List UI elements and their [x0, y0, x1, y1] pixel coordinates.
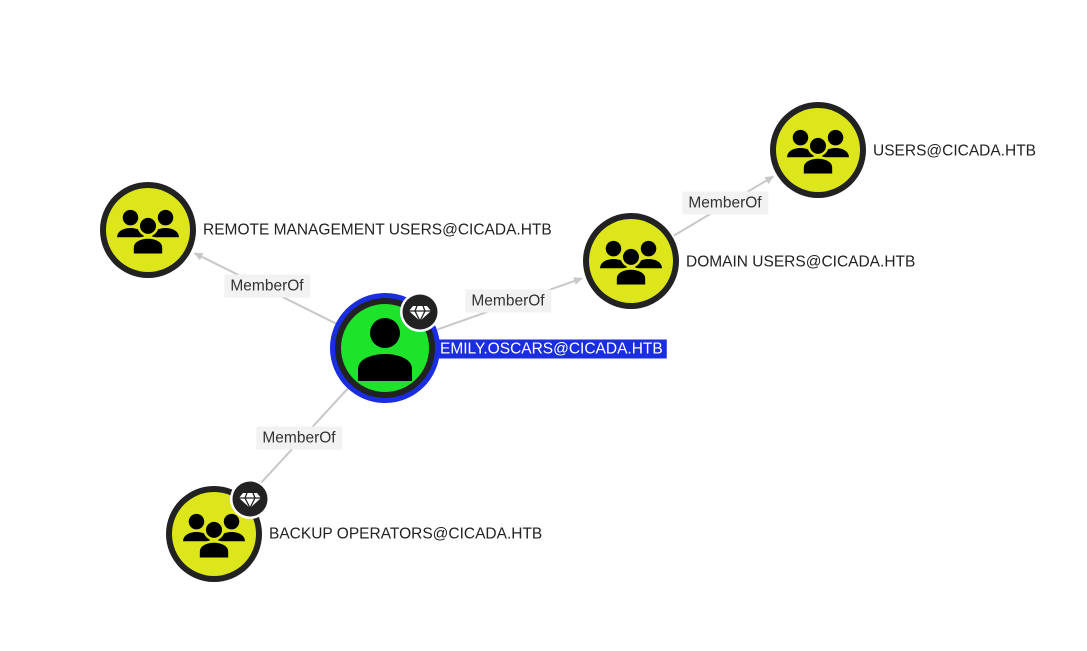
gem-icon	[400, 292, 440, 332]
edge-label: MemberOf	[224, 274, 311, 298]
edge-label-text: MemberOf	[688, 195, 762, 212]
node-emily[interactable]: EMILY.OSCARS@CICADA.HTB	[330, 292, 667, 403]
edge-emily-rmu[interactable]: MemberOf	[193, 252, 339, 326]
edge-du-users[interactable]: MemberOf	[673, 175, 775, 237]
edge-label-bg	[682, 191, 769, 215]
edge-label: MemberOf	[465, 289, 552, 313]
node-label: BACKUP OPERATORS@CICADA.HTB	[269, 526, 542, 543]
node-label-text: REMOTE MANAGEMENT USERS@CICADA.HTB	[203, 222, 552, 239]
edge-label: MemberOf	[256, 426, 343, 450]
node-label: USERS@CICADA.HTB	[873, 143, 1036, 160]
node-label-text: BACKUP OPERATORS@CICADA.HTB	[269, 526, 542, 543]
edge-label-text: MemberOf	[262, 430, 336, 447]
edge-label-text: MemberOf	[471, 293, 545, 310]
edge-label-bg	[224, 274, 311, 298]
edge-label: MemberOf	[682, 191, 769, 215]
node-label-text: USERS@CICADA.HTB	[873, 143, 1036, 160]
edge-label-bg	[465, 289, 552, 313]
edge-label-text: MemberOf	[230, 278, 304, 295]
node-label-text: DOMAIN USERS@CICADA.HTB	[686, 254, 915, 271]
node-users[interactable]: USERS@CICADA.HTB	[770, 102, 1036, 198]
node-bo[interactable]: BACKUP OPERATORS@CICADA.HTB	[166, 479, 542, 582]
gem-icon	[230, 479, 270, 519]
node-label: EMILY.OSCARS@CICADA.HTB	[438, 339, 667, 359]
edge-label-bg	[256, 426, 343, 450]
node-du[interactable]: DOMAIN USERS@CICADA.HTB	[583, 213, 915, 309]
edge-emily-du[interactable]: MemberOf	[433, 277, 583, 332]
node-label: REMOTE MANAGEMENT USERS@CICADA.HTB	[203, 222, 552, 239]
node-rmu[interactable]: REMOTE MANAGEMENT USERS@CICADA.HTB	[100, 182, 552, 278]
edge-emily-bo[interactable]: MemberOf	[248, 385, 351, 497]
node-label: DOMAIN USERS@CICADA.HTB	[686, 254, 915, 271]
selected-label-bg	[438, 339, 667, 359]
node-label-text: EMILY.OSCARS@CICADA.HTB	[440, 341, 663, 358]
nodes-layer: EMILY.OSCARS@CICADA.HTB REMOTE MANAGEMENT…	[100, 102, 1036, 582]
